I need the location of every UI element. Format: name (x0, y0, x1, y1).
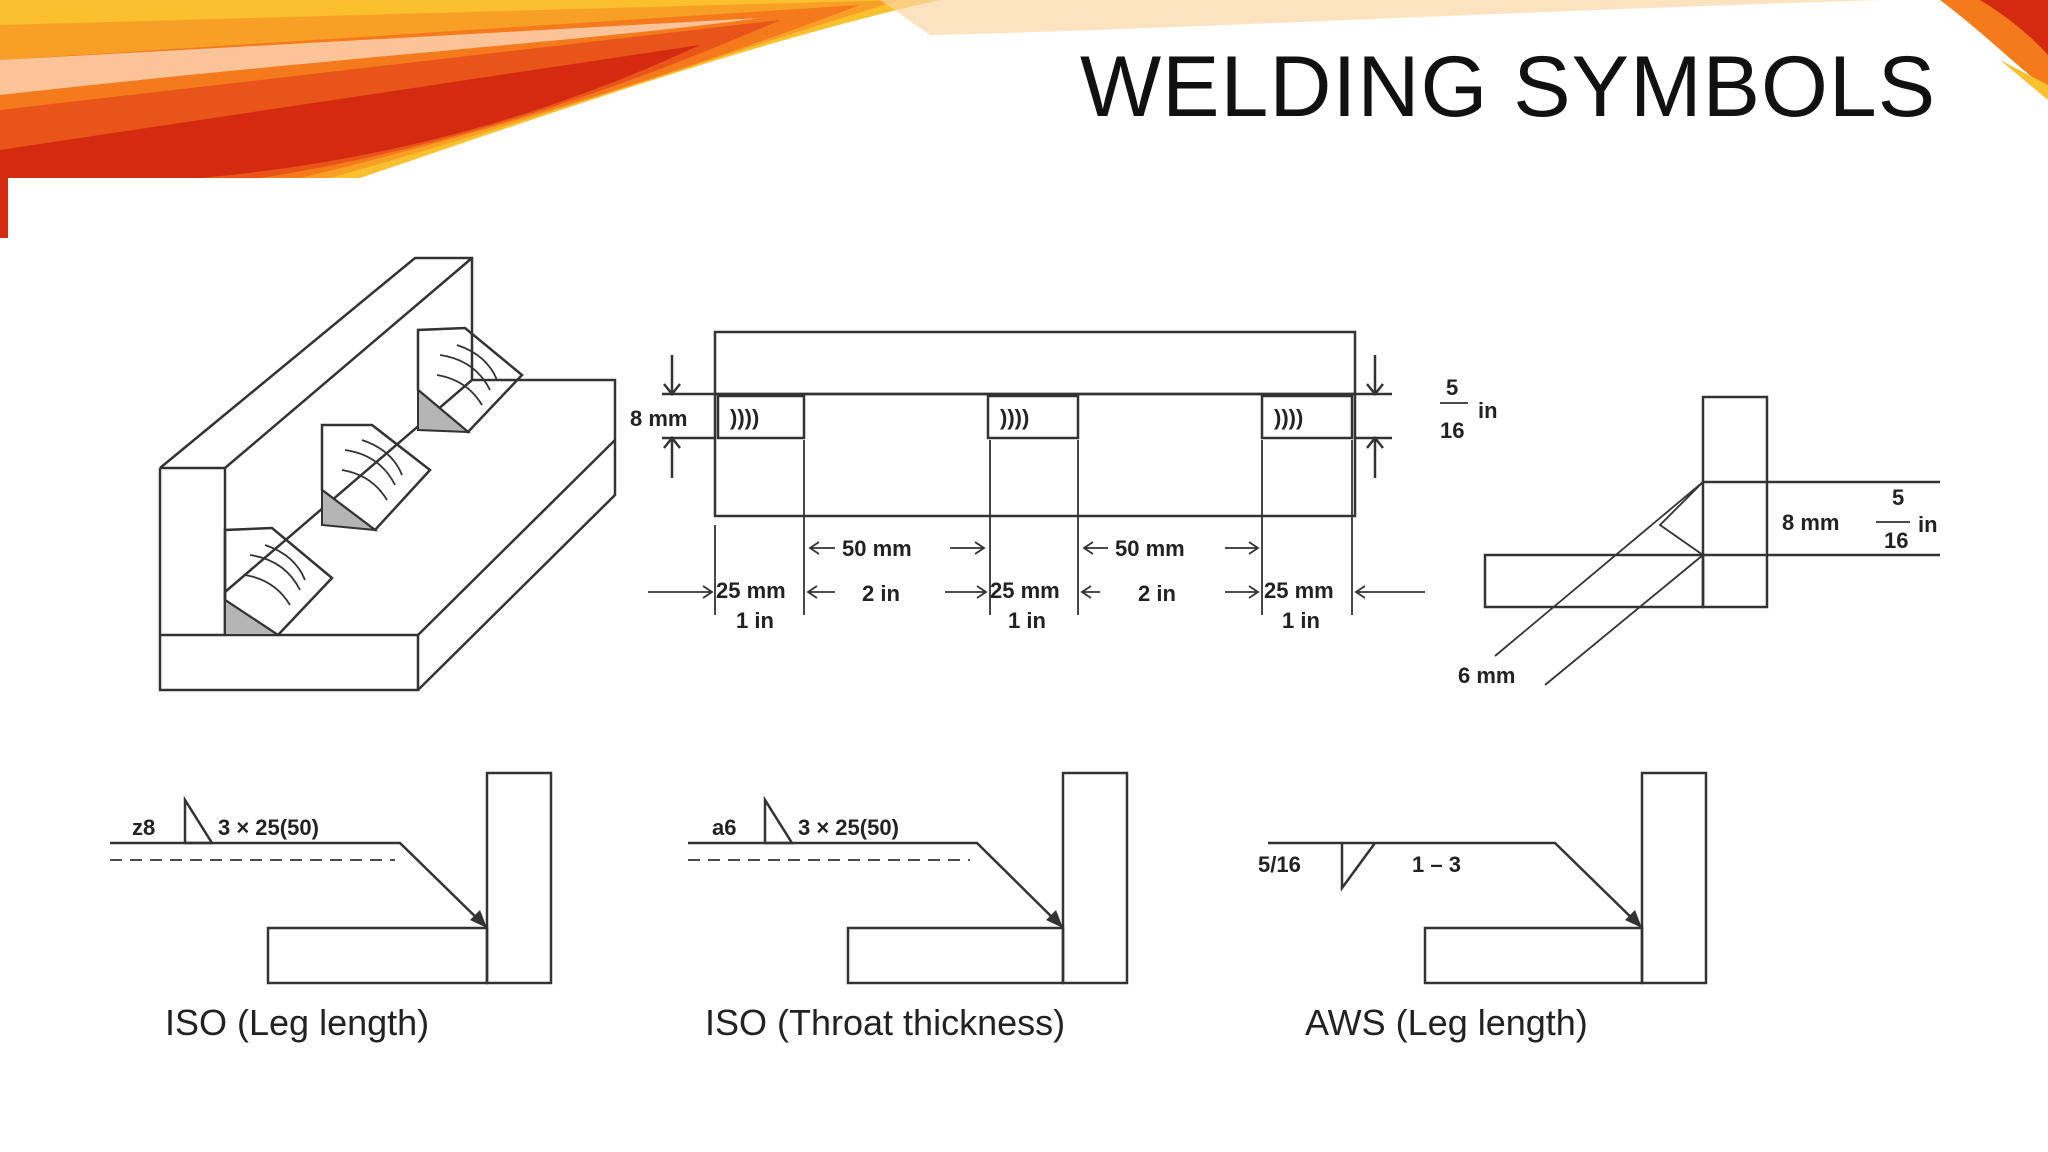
isometric-view (158, 256, 617, 692)
elev-right-frac-num: 5 (1446, 375, 1458, 400)
flame-banner (0, 0, 2048, 238)
slide-title: WELDING SYMBOLS (1080, 39, 1937, 135)
symbol-size-3: 5/16 (1258, 852, 1301, 877)
elev-spacing-mm-1: 50 mm (842, 536, 912, 561)
section-frac-unit: in (1918, 512, 1938, 537)
symbol-size-1: z8 (132, 815, 155, 840)
caption-iso-leg: ISO (Leg length) (165, 1002, 429, 1043)
elev-segment-in-1: 1 in (736, 608, 774, 633)
section-view: 8 mm 5 16 in 6 mm (1458, 395, 1940, 688)
symbol-size-2: a6 (712, 815, 736, 840)
elev-left-size: 8 mm (630, 406, 687, 431)
elev-segment-mm-3: 25 mm (1264, 578, 1334, 603)
svg-text:)))): )))) (1000, 405, 1029, 430)
caption-aws-leg: AWS (Leg length) (1305, 1002, 1588, 1043)
section-frac-num: 5 (1892, 485, 1904, 510)
weld-bead-3 (416, 326, 524, 434)
symbol-iso-leg: z8 3 × 25(50) ISO (Leg length) (110, 771, 553, 1043)
elev-segment-mm-2: 25 mm (990, 578, 1060, 603)
section-size-mm: 8 mm (1782, 510, 1839, 535)
elev-segment-mm-1: 25 mm (716, 578, 786, 603)
elev-spacing-in-1: 2 in (862, 581, 900, 606)
elev-right-frac-den: 16 (1440, 418, 1464, 443)
elev-spacing-mm-2: 50 mm (1115, 536, 1185, 561)
elevation-view: )))) )))) )))) 8 mm 5 16 in 50 mm 50 mm … (630, 330, 1498, 633)
elev-segment-in-3: 1 in (1282, 608, 1320, 633)
weld-bead-1 (223, 526, 334, 637)
elev-segment-in-2: 1 in (1008, 608, 1046, 633)
elev-right-frac-unit: in (1478, 398, 1498, 423)
symbol-spec-1: 3 × 25(50) (218, 815, 319, 840)
symbol-aws-leg: 5/16 1 – 3 AWS (Leg length) (1258, 771, 1708, 1043)
weld-bead-2 (320, 423, 432, 532)
svg-text:)))): )))) (730, 405, 759, 430)
section-frac-den: 16 (1884, 528, 1908, 553)
symbol-spec-2: 3 × 25(50) (798, 815, 899, 840)
svg-text:)))): )))) (1274, 405, 1303, 430)
section-throat: 6 mm (1458, 663, 1515, 688)
caption-iso-throat: ISO (Throat thickness) (705, 1002, 1065, 1043)
symbol-spec-3: 1 – 3 (1412, 852, 1461, 877)
symbol-iso-throat: a6 3 × 25(50) ISO (Throat thickness) (688, 771, 1129, 1043)
elev-spacing-in-2: 2 in (1138, 581, 1176, 606)
